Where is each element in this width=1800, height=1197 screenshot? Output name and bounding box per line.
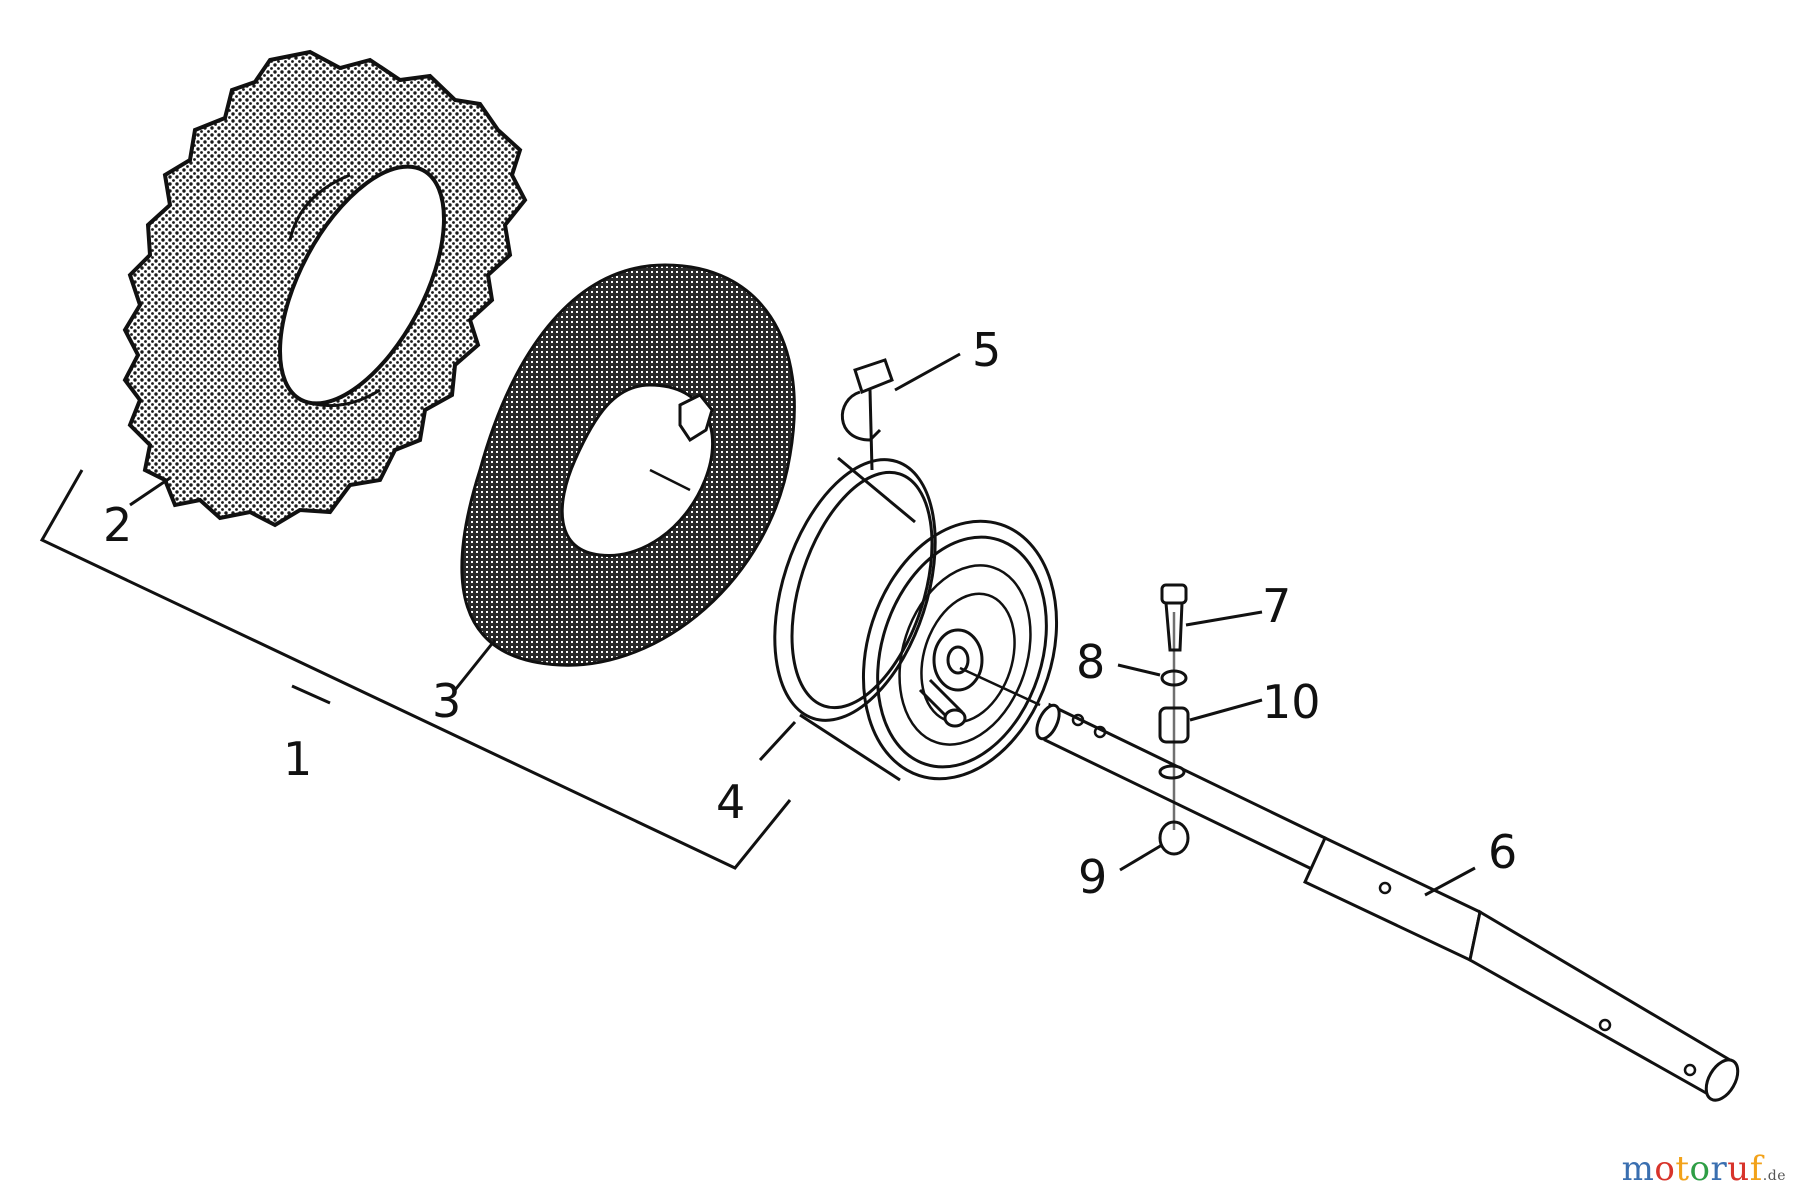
watermark-letter: r [1710,1149,1728,1189]
rim-part [773,456,1059,782]
watermark-letter: f [1749,1149,1763,1189]
callout-8: 8 [1076,635,1105,689]
watermark-letter: t [1675,1149,1690,1189]
inner-tube-disc [460,263,796,667]
motoruf-watermark-logo: motoruf.de [1622,1149,1786,1189]
callout-1: 1 [283,732,312,786]
tire-part [122,49,528,528]
valve-stem-icon [678,393,714,443]
tire-tread-line [299,388,381,408]
assembly-bracket [39,469,792,870]
axle-shaft-part [959,666,1740,1102]
watermark-tld: .de [1762,1168,1786,1184]
watermark-letter: o [1689,1149,1711,1189]
callout-9: 9 [1078,850,1107,904]
callout-5: 5 [972,323,1001,377]
callout-10: 10 [1262,675,1321,729]
watermark-letters: motoruf [1622,1149,1763,1189]
rim-outer-flange [861,519,1059,781]
valve-cap-part [840,358,894,471]
watermark-letter: m [1621,1149,1655,1189]
callout-3: 3 [432,674,461,728]
callout-6: 6 [1488,825,1517,879]
watermark-letter: o [1654,1149,1676,1189]
inner-tube-part [460,263,796,667]
callout-7: 7 [1262,579,1291,633]
watermark-letter: u [1727,1149,1750,1189]
callout-2: 2 [103,498,132,552]
callout-4: 4 [716,775,745,829]
rim-inner-flange [773,458,937,722]
tire-tread-line [288,173,351,241]
